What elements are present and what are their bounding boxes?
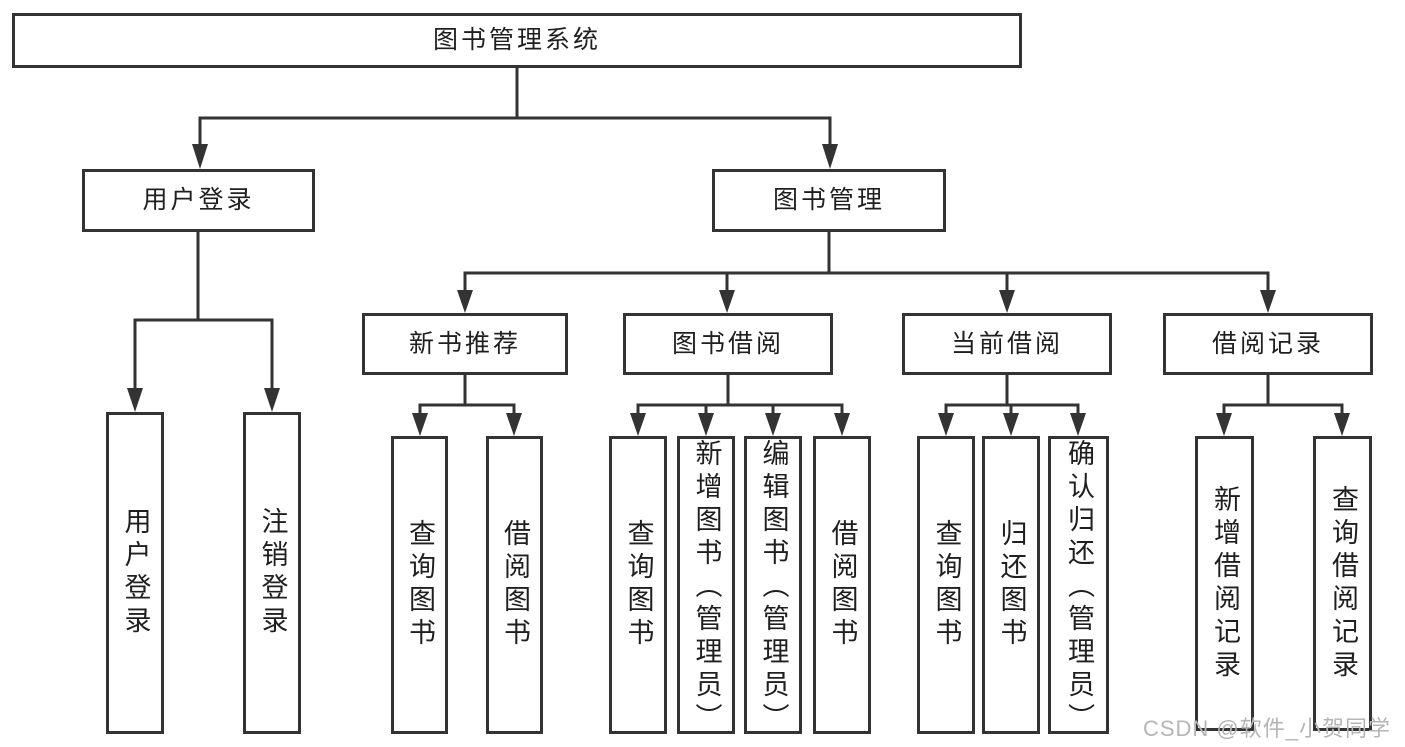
node-book-management: 图书管理: [712, 169, 946, 232]
leaf-add-books-admin: 新增图书（管理员）: [677, 436, 735, 736]
node-borrow-records: 借阅记录: [1163, 313, 1373, 375]
csdn-watermark: CSDN @软件_小贺同学: [1142, 716, 1391, 741]
node-book-borrow: 图书借阅: [623, 313, 833, 375]
leaf-query-borrow-record: 查询借阅记录: [1313, 436, 1372, 731]
leaf-query-books-current: 查询图书: [917, 436, 975, 734]
leaf-edit-books-admin: 编辑图书（管理员）: [744, 436, 802, 736]
node-current-borrow: 当前借阅: [902, 313, 1112, 375]
node-library-management-system: 图书管理系统: [12, 13, 1022, 68]
leaf-borrow-books-recommend: 借阅图书: [486, 436, 543, 734]
leaf-logout: 注销登录: [243, 412, 301, 734]
leaf-query-books-recommend: 查询图书: [391, 436, 448, 734]
leaf-borrow-books: 借阅图书: [813, 436, 871, 734]
leaf-add-borrow-record: 新增借阅记录: [1195, 436, 1254, 731]
leaf-confirm-return-admin: 确认归还（管理员）: [1048, 436, 1109, 736]
node-user-login: 用户登录: [82, 169, 315, 232]
node-new-book-recommend: 新书推荐: [362, 313, 568, 375]
leaf-user-login: 用户登录: [106, 412, 164, 734]
leaf-query-books-borrow: 查询图书: [609, 436, 667, 734]
leaf-return-books: 归还图书: [982, 436, 1040, 734]
